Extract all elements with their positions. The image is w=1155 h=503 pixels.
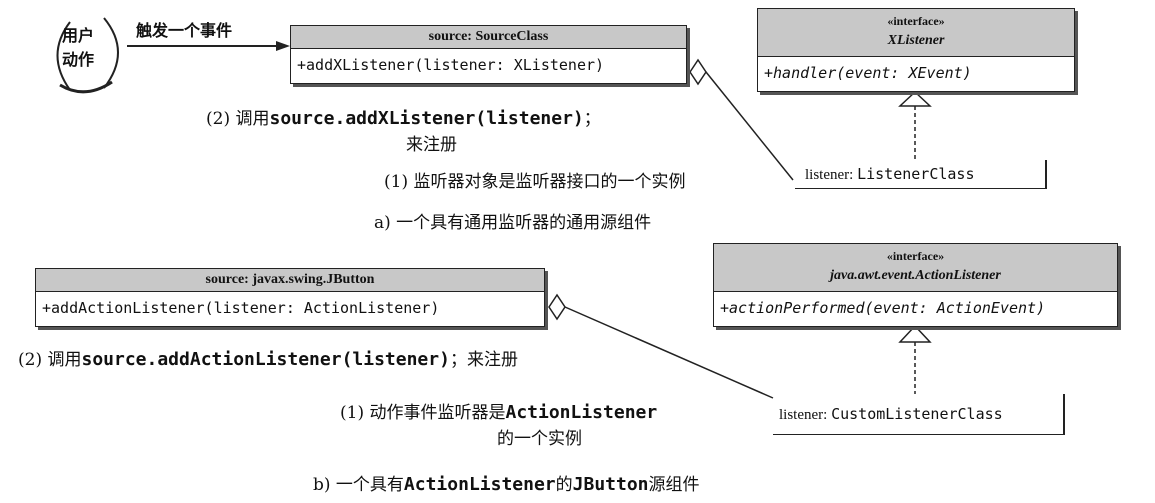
caption-mid-b: 的 [555,475,573,495]
interface-header-b: «interface» java.awt.event.ActionListene… [714,244,1117,292]
actor-arc-right [103,17,119,89]
caption-suffix-b: 源组件 [648,475,700,495]
trigger-arrow-head [276,41,290,51]
trigger-event-label: 触发一个事件 [136,21,233,40]
listener-label-a: listener: ListenerClass [805,165,974,184]
actor-label-line1: 用户 [62,26,95,45]
actor-label-line2: 动作 [62,50,95,69]
caption-code1-b: ActionListener [403,474,556,495]
source-class-box-b: source: javax.swing.JButton +addActionLi… [35,268,545,327]
interface-stereotype-b: «interface» [886,249,945,263]
caption-code2-b: JButton [572,474,649,495]
step1-line2-b: 的一个实例 [497,429,582,449]
aggregation-diamond-b [548,293,566,321]
listener-prefix-a: listener: [805,167,858,183]
step2-code-a: source.addXListener(listener) [269,108,584,129]
listener-box-b: listener: CustomListenerClass [773,394,1065,435]
step2-prefix-a: (2) 调用 [206,109,270,129]
step2-label-a: (2) 调用source.addXListener(listener)； [206,104,601,129]
step2-line2-a: 来注册 [406,135,457,155]
interface-stereotype-a: «interface» [887,14,945,28]
step1-prefix-b: (1) 动作事件监听器是 [340,403,506,423]
source-class-header-b: source: javax.swing.JButton [36,269,544,292]
interface-name-a: XListener [887,33,945,48]
caption-prefix-b: b) 一个具有 [313,475,404,495]
interface-name-b: java.awt.event.ActionListener [830,268,1001,283]
step2-prefix-b: (2) 调用 [18,350,82,370]
caption-b: b) 一个具有ActionListener的JButton源组件 [313,470,700,495]
realization-triangle-b [898,324,932,343]
source-class-box-a: source: SourceClass +addXListener(listen… [290,25,687,84]
caption-a: a) 一个具有通用监听器的通用源组件 [374,213,652,233]
association-line-a [705,71,794,181]
interface-box-b: «interface» java.awt.event.ActionListene… [713,243,1118,327]
listener-class-b: CustomListenerClass [831,405,1003,423]
realization-triangle-a [898,90,932,107]
step1-label-a: (1) 监听器对象是监听器接口的一个实例 [384,172,686,192]
listener-prefix-b: listener: [779,407,832,423]
source-class-header-a: source: SourceClass [291,26,686,49]
step1-label-b: (1) 动作事件监听器是ActionListener [340,398,657,423]
step1-code-b: ActionListener [505,402,658,423]
step2-label-b: (2) 调用source.addActionListener(listener)… [18,345,518,370]
source-class-method-b: +addActionListener(listener: ActionListe… [42,299,440,317]
step2-suffix-b: ；来注册 [449,350,518,370]
aggregation-diamond-a [689,58,707,86]
actor-arc-bottom [59,80,113,94]
actor-arc [56,21,71,91]
interface-method-b: +actionPerformed(event: ActionEvent) [720,299,1046,317]
step2-code-b: source.addActionListener(listener) [81,349,450,370]
listener-label-b: listener: CustomListenerClass [779,405,1003,424]
interface-box-a: «interface» XListener +handler(event: XE… [757,8,1075,92]
source-class-method-a: +addXListener(listener: XListener) [297,56,605,74]
listener-class-a: ListenerClass [857,165,975,183]
interface-header-a: «interface» XListener [758,9,1074,57]
listener-box-a: listener: ListenerClass [795,160,1047,189]
step2-suffix-a: ； [583,109,601,129]
association-line-b [564,306,774,399]
interface-method-a: +handler(event: XEvent) [764,64,972,82]
